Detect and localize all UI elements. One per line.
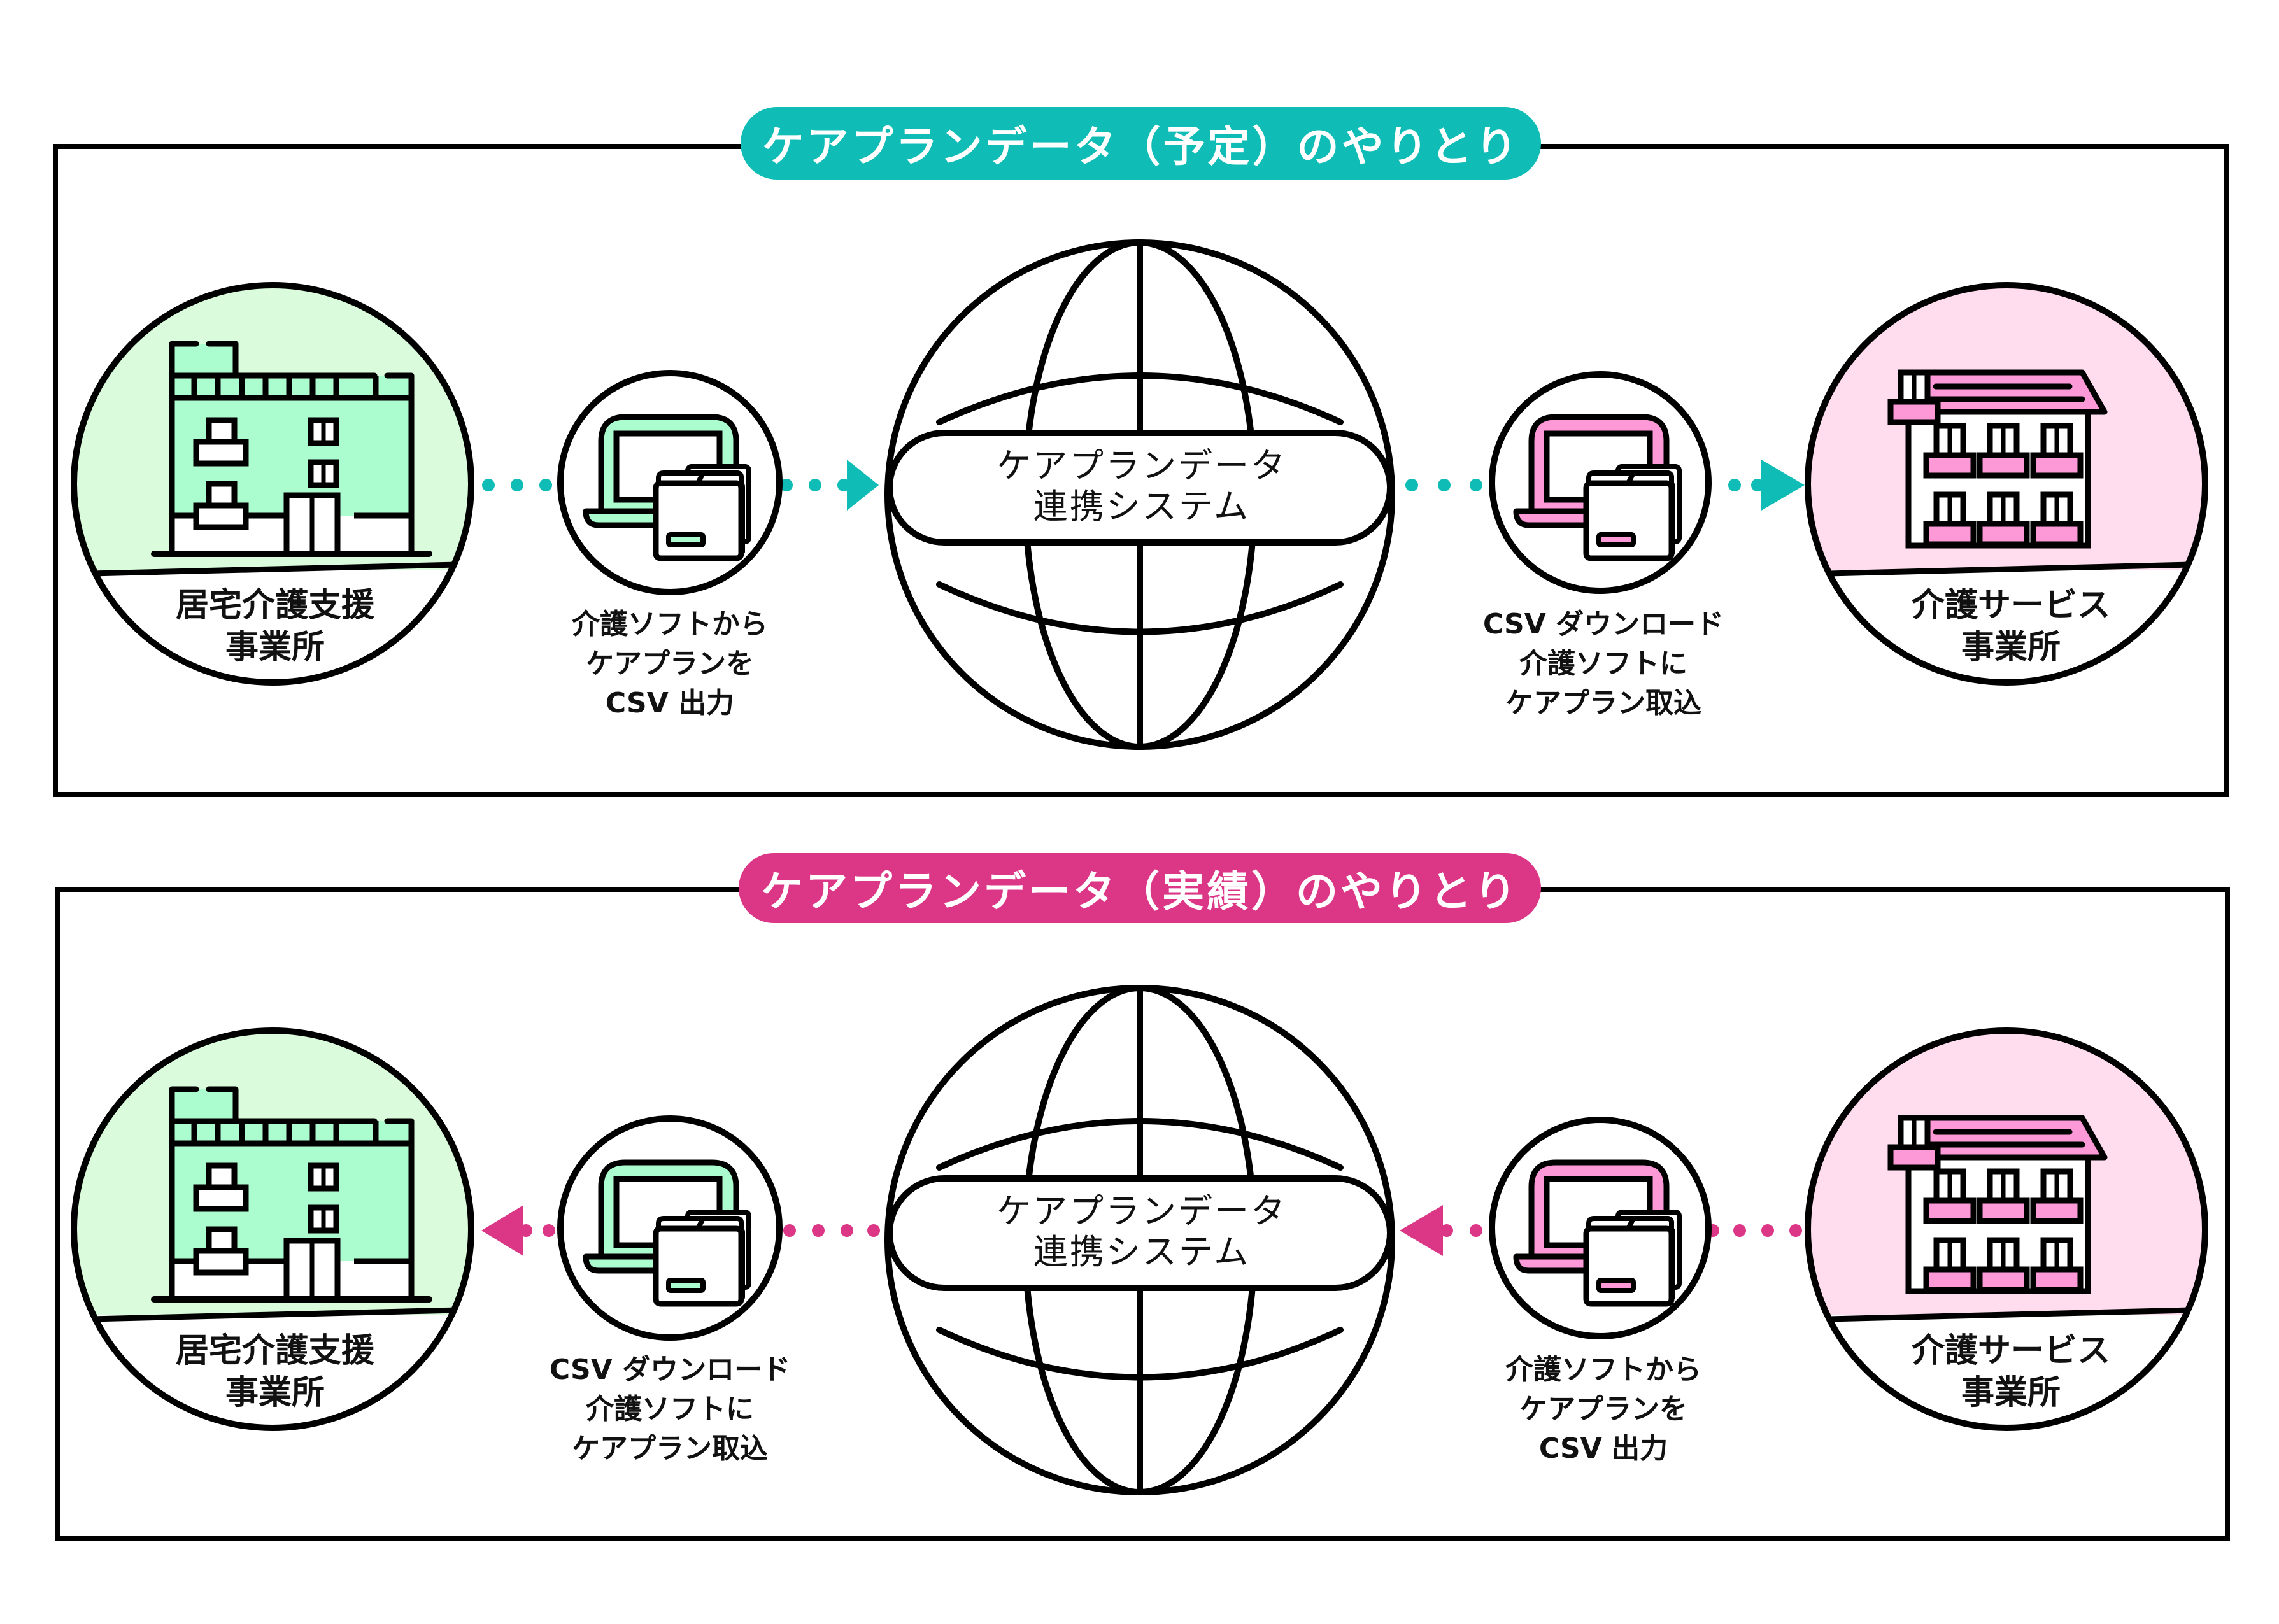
caption-line: CSV ダウンロード <box>1482 608 1724 640</box>
section-title-planned: ケアプランデータ（予定）のやりとり <box>741 107 1541 180</box>
left-node-label: 居宅介護支援 事業所 <box>176 1330 374 1414</box>
caption-line: CSV 出力 <box>1538 1432 1668 1465</box>
caption-line: 介護ソフトから <box>1505 1353 1701 1386</box>
right-node-label: 介護サービス 事業所 <box>1912 1330 2110 1414</box>
arrow-left-icon <box>481 1205 523 1256</box>
caption-line: 介護ソフトに <box>585 1393 754 1425</box>
caption-line: 介護ソフトに <box>1519 647 1687 680</box>
left-step-caption: CSV ダウンロード 介護ソフトに ケアプラン取込 <box>550 1350 790 1469</box>
connector-dots <box>520 1224 880 1237</box>
right-node-label-line1: 介護サービス <box>1911 1332 2111 1370</box>
apartment-building-icon <box>1891 1118 2105 1291</box>
center-label-line1: ケアプランデータ <box>997 446 1287 486</box>
right-step-caption: 介護ソフトから ケアプランを CSV 出力 <box>1505 1350 1701 1469</box>
arrow-right-icon <box>1761 460 1805 511</box>
apartment-building-icon <box>1891 372 2105 546</box>
right-node-label-line2: 事業所 <box>1961 628 2061 667</box>
section-title-actual: ケアプランデータ（実績）のやりとり <box>739 853 1541 923</box>
right-node-label: 介護サービス 事業所 <box>1912 584 2110 668</box>
left-node-label-line1: 居宅介護支援 <box>175 586 375 625</box>
care-service-office-node <box>1805 282 2208 686</box>
right-node-label-line2: 事業所 <box>1961 1374 2061 1412</box>
right-node-label-line1: 介護サービス <box>1911 586 2111 625</box>
left-step-caption: 介護ソフトから ケアプランを CSV 出力 <box>572 605 768 723</box>
office-building-icon <box>154 344 429 554</box>
left-node-label: 居宅介護支援 事業所 <box>176 584 374 668</box>
caption-line: 介護ソフトから <box>572 608 768 640</box>
center-system-label: ケアプランデータ 連携システム <box>997 1191 1287 1273</box>
center-label-line2: 連携システム <box>1033 1232 1251 1272</box>
caption-line: CSV ダウンロード <box>549 1353 791 1386</box>
caption-line: ケアプラン取込 <box>571 1432 768 1465</box>
caption-line: ケアプランを <box>1519 1393 1687 1425</box>
center-system-label: ケアプランデータ 連携システム <box>997 446 1287 527</box>
center-label-line1: ケアプランデータ <box>997 1191 1287 1231</box>
caption-line: CSV 出力 <box>605 687 735 719</box>
caption-line: ケアプランを <box>586 647 754 680</box>
left-node-label-line1: 居宅介護支援 <box>175 1332 375 1370</box>
left-node-label-line2: 事業所 <box>225 1374 325 1412</box>
caption-line: ケアプラン取込 <box>1505 687 1701 719</box>
arrow-left-icon <box>1400 1205 1443 1256</box>
left-node-label-line2: 事業所 <box>225 628 325 667</box>
center-label-line2: 連携システム <box>1033 486 1251 526</box>
office-building-icon <box>154 1089 429 1299</box>
right-step-caption: CSV ダウンロード 介護ソフトに ケアプラン取込 <box>1483 605 1724 723</box>
arrow-right-icon <box>847 460 879 511</box>
